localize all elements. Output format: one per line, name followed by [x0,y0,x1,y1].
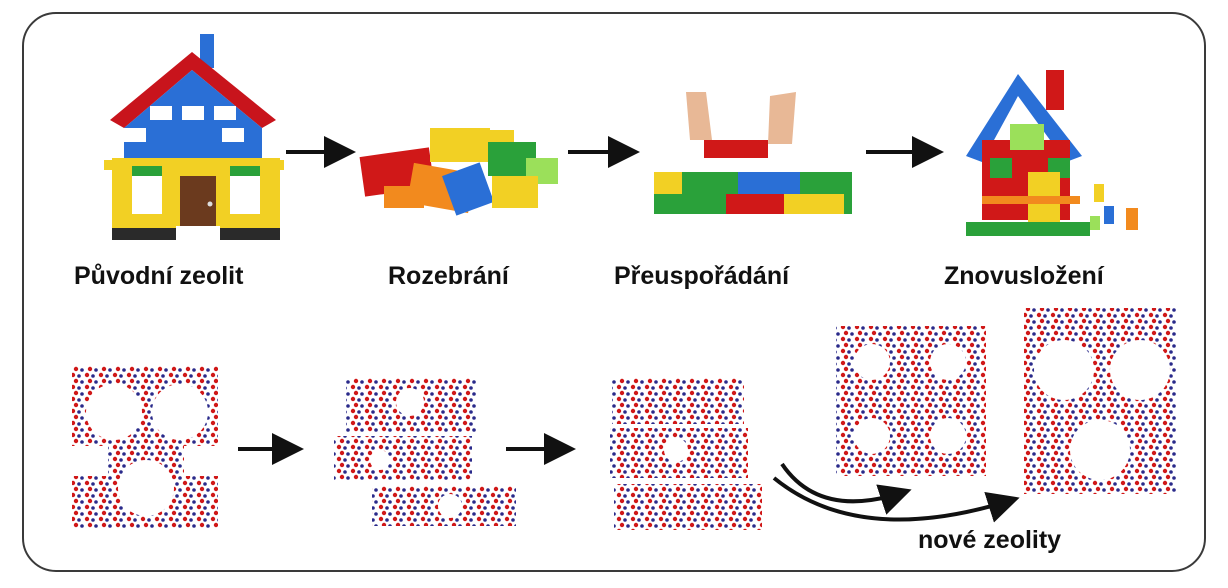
new-zeolites-label: nové zeolity [918,526,1062,554]
lego-house-original [104,34,284,240]
lego-bricks-rearranged [654,92,852,214]
zeolite-new-1 [836,326,986,476]
zeolite-disassembled [334,378,516,526]
curved-arrow-2 [772,476,1020,523]
curved-arrow-1 [780,462,912,515]
zeolite-new-2 [1024,308,1176,494]
step-label-2: Rozebrání [388,262,509,290]
zeolite-rearranged [610,378,762,530]
zeolite-original [72,366,218,528]
lego-house-reassembled [966,70,1138,236]
step-label-1: Původní zeolit [74,262,244,290]
lego-bricks-pile [359,128,558,216]
step-label-3: Přeuspořádání [614,262,790,290]
step-label-4: Znovusložení [944,262,1104,290]
